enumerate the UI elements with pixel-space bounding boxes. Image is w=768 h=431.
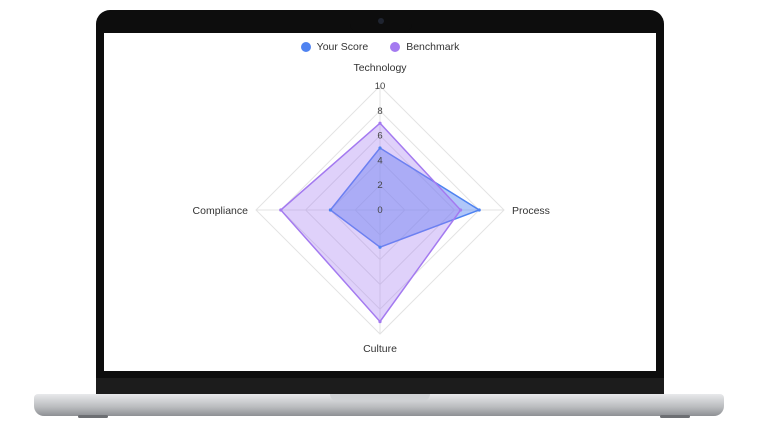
data-point-your-score-process: [477, 208, 481, 212]
legend-item-your-score[interactable]: Your Score: [300, 41, 369, 53]
axis-label-process: Process: [512, 205, 550, 217]
chart-legend: Your Score Benchmark: [104, 41, 656, 53]
tick-label-8: 8: [377, 106, 382, 117]
laptop-base: [34, 394, 724, 416]
legend-item-benchmark[interactable]: Benchmark: [390, 41, 459, 53]
series-area-benchmark: [279, 122, 462, 323]
tick-label-6: 6: [377, 131, 382, 142]
tick-label-10: 10: [375, 81, 386, 92]
tick-label-2: 2: [377, 180, 382, 191]
laptop-foot-right: [660, 415, 690, 418]
axis-label-culture: Culture: [363, 343, 397, 355]
data-point-benchmark-process: [459, 208, 463, 212]
laptop-groove: [330, 394, 430, 401]
axis-label-compliance: Compliance: [193, 205, 249, 217]
data-point-your-score-technology: [378, 146, 382, 150]
tick-label-4: 4: [377, 155, 382, 166]
laptop-foot-left: [78, 415, 108, 418]
camera-icon: [378, 18, 384, 24]
legend-swatch-your-score: [300, 42, 311, 52]
legend-label-your-score: Your Score: [316, 41, 369, 53]
data-point-benchmark-culture: [378, 320, 382, 324]
legend-swatch-benchmark: [390, 42, 401, 52]
data-point-your-score-culture: [378, 245, 382, 249]
tick-label-0: 0: [377, 205, 382, 216]
data-point-benchmark-technology: [378, 121, 382, 125]
laptop-hinge: [96, 378, 664, 394]
legend-label-benchmark: Benchmark: [406, 41, 460, 53]
data-point-your-score-compliance: [328, 208, 332, 212]
axis-label-technology: Technology: [353, 62, 407, 74]
data-point-benchmark-compliance: [279, 208, 283, 212]
